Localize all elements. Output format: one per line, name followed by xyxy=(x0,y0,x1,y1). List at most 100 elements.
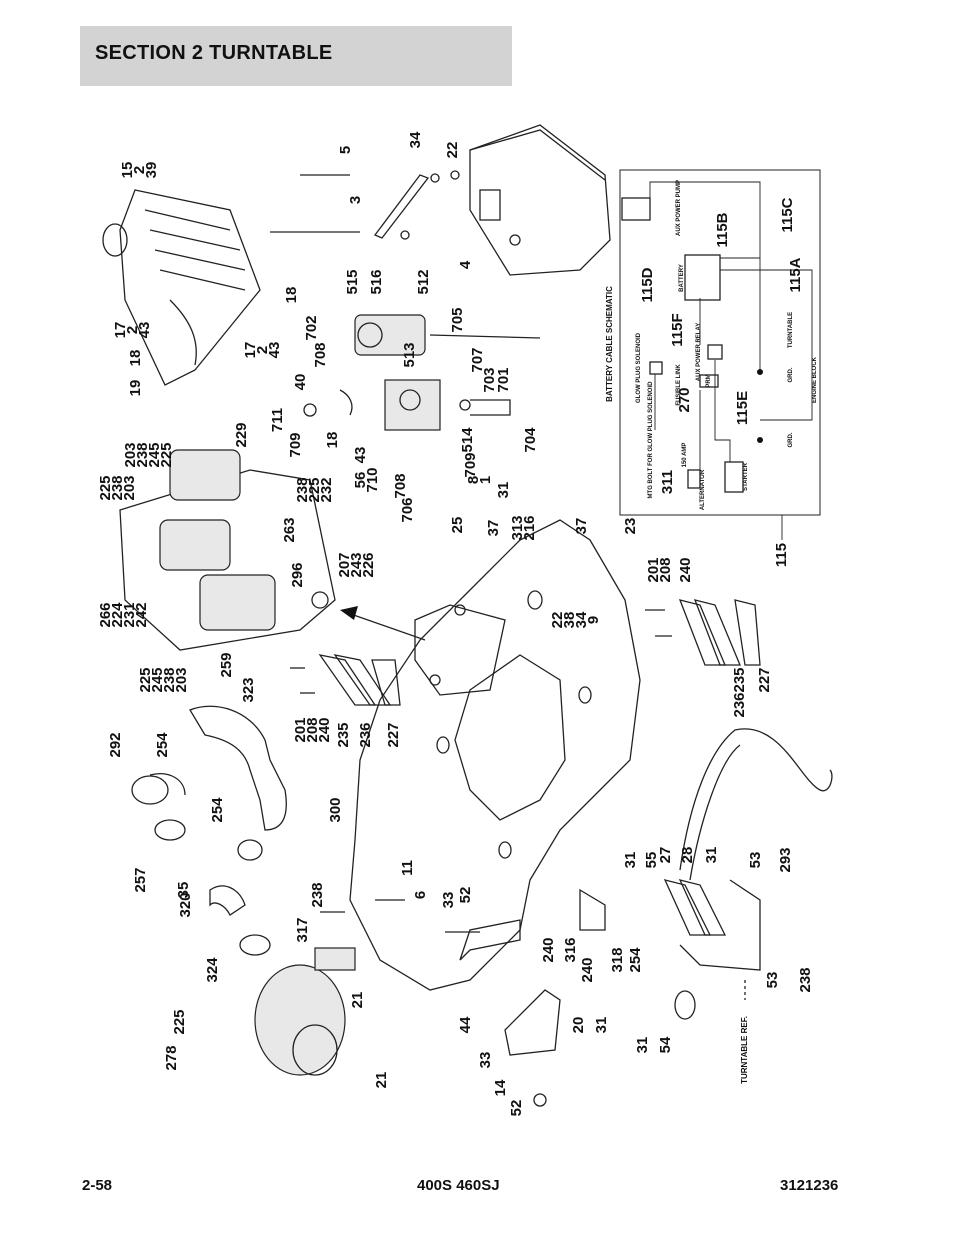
part-callout: 704 xyxy=(522,427,539,453)
part-callout: 19 xyxy=(127,380,144,397)
turntable-ref-label: TURNTABLE REF. xyxy=(740,1016,749,1084)
part-callout: 17 xyxy=(242,342,259,359)
part-callout: 313 xyxy=(509,515,526,540)
part-callout: 238 xyxy=(309,882,326,907)
schematic-component: BATTERY xyxy=(679,264,685,292)
part-callout: 515 xyxy=(344,269,361,294)
air-intake-drawing xyxy=(131,705,356,1076)
part-callout: 225 xyxy=(97,475,114,500)
part-callout: 20 xyxy=(570,1017,587,1034)
schematic-component: GRD. xyxy=(788,367,794,382)
part-callout: 254 xyxy=(209,797,226,823)
part-callout: 259 xyxy=(218,652,235,677)
part-callout: 317 xyxy=(294,917,311,942)
part-callout: 28 xyxy=(679,847,696,864)
schematic-component: PRM xyxy=(706,374,712,387)
schematic-component: ENGINE BLOCK xyxy=(812,356,818,403)
part-callout: 33 xyxy=(440,892,457,909)
part-callout: 27 xyxy=(657,847,674,864)
part-callout: 243 xyxy=(348,552,365,577)
part-callout: 38 xyxy=(561,612,578,629)
part-callout: 236 xyxy=(731,692,748,717)
part-callout: 3 xyxy=(347,196,364,204)
part-callout: 54 xyxy=(657,1036,674,1053)
part-callout: 17 xyxy=(112,322,129,339)
page-number: 2-58 xyxy=(82,1177,113,1194)
schematic-component: AUX POWER RELAY xyxy=(696,323,702,381)
model-number: 400S 460SJ xyxy=(417,1177,500,1194)
part-callout: 225 xyxy=(306,477,323,502)
battery-box-drawing xyxy=(450,124,611,276)
part-callout: 711 xyxy=(269,408,286,432)
part-callout: 293 xyxy=(777,847,794,872)
part-callout: 1 xyxy=(477,476,494,484)
part-callout: 513 xyxy=(401,342,418,367)
schematic-reference-number: 115 xyxy=(773,543,790,567)
part-callout: 226 xyxy=(360,552,377,577)
part-callout: 31 xyxy=(634,1037,651,1054)
part-callout: 22 xyxy=(444,142,461,159)
part-callout: 34 xyxy=(407,131,424,148)
part-callout: 53 xyxy=(764,972,781,989)
part-callout: 208 xyxy=(304,717,321,742)
part-callout: 245 xyxy=(149,667,166,692)
part-callout: 324 xyxy=(204,957,221,983)
part-callout: 235 xyxy=(335,722,352,747)
part-callout: 236 xyxy=(357,722,374,747)
part-callout: 15 xyxy=(119,162,136,179)
part-callout: 240 xyxy=(677,557,694,582)
part-callout: 710 xyxy=(364,467,381,492)
part-callout: 43 xyxy=(266,342,283,359)
part-callout: 709 xyxy=(462,452,479,477)
part-callout: 300 xyxy=(327,797,344,822)
cable-callout: 115E xyxy=(734,391,751,425)
part-callout: 257 xyxy=(132,867,149,892)
schematic-title: BATTERY CABLE SCHEMATIC xyxy=(605,286,614,402)
part-callout: 238 xyxy=(109,475,126,500)
part-callout: 203 xyxy=(121,475,138,500)
part-callout: 225 xyxy=(137,667,154,692)
part-callout: 229 xyxy=(233,422,250,447)
part-callout: 34 xyxy=(573,611,590,628)
part-callout: 240 xyxy=(316,717,333,742)
part-callout: 238 xyxy=(134,442,151,467)
part-callout: 216 xyxy=(521,515,538,540)
schematic-component: GLOW PLUG SOLENOID xyxy=(636,332,642,403)
part-callout: 516 xyxy=(368,269,385,294)
part-callout: 266 xyxy=(97,602,114,627)
part-callout: 705 xyxy=(449,307,466,332)
part-callout: 225 xyxy=(158,442,175,467)
part-callout: 263 xyxy=(281,517,298,542)
part-callout: 52 xyxy=(457,887,474,904)
part-callout: 316 xyxy=(562,937,579,962)
part-callout: 52 xyxy=(508,1100,525,1117)
part-callout: 227 xyxy=(385,722,402,747)
part-callout: 18 xyxy=(324,432,341,449)
part-callout: 21 xyxy=(373,1072,390,1089)
part-callout: 35 xyxy=(175,882,192,899)
part-callout: 706 xyxy=(399,497,416,522)
part-callout: 224 xyxy=(109,602,126,628)
part-callout: 18 xyxy=(283,287,300,304)
part-callout: 23 xyxy=(622,518,639,535)
part-callout: 296 xyxy=(289,562,306,587)
engine-drawing xyxy=(102,189,261,386)
schematic-component: TURNTABLE xyxy=(788,312,794,348)
part-callout: 231 xyxy=(121,602,138,627)
part-callout: 240 xyxy=(579,957,596,982)
part-callout: 2 xyxy=(124,326,141,334)
turntable-ref-drawing xyxy=(679,728,833,1000)
part-callout: 31 xyxy=(703,847,720,864)
part-callout: 53 xyxy=(747,852,764,869)
cable-callout: 115A xyxy=(787,257,804,292)
part-callout: 33 xyxy=(477,1052,494,1069)
solenoid-group-drawing xyxy=(303,314,541,431)
part-callout: 18 xyxy=(127,350,144,367)
schematic-component: ALTERNATOR xyxy=(700,469,706,510)
part-callout: 240 xyxy=(540,937,557,962)
part-callout: 9 xyxy=(585,616,602,624)
part-callout: 292 xyxy=(107,732,124,757)
control-board-drawing xyxy=(340,604,506,696)
cable-callout: 115F xyxy=(669,313,686,346)
